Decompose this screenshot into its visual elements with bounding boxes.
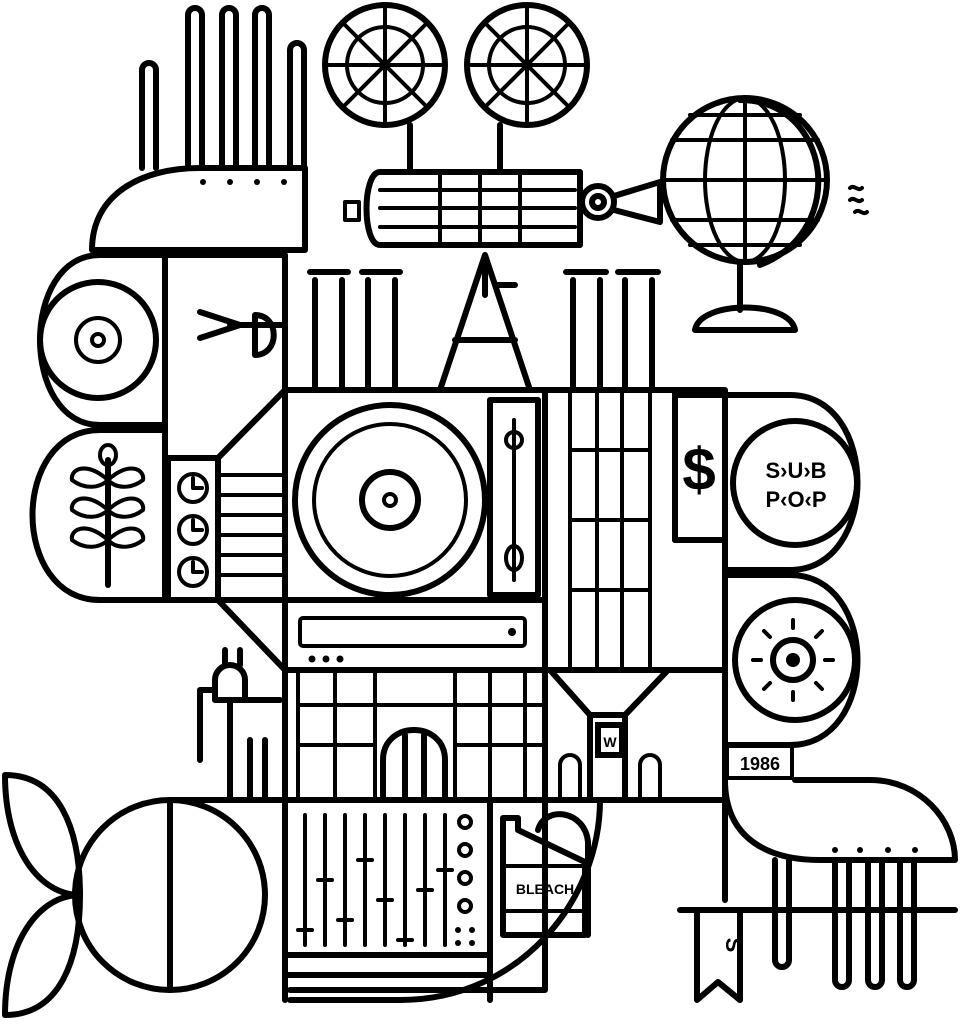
film-reel-left-icon <box>322 2 448 128</box>
sun-pod <box>722 572 861 748</box>
whale-body <box>2 772 603 1018</box>
sub-pop-logo-pod: S›U›B P‹O‹P <box>722 392 861 573</box>
hand-bottom-right <box>677 777 958 990</box>
logo-line-1: S›U›B <box>765 458 826 483</box>
ribbon-letter: S <box>721 938 746 953</box>
bleach-jug-icon: BLEACH <box>500 811 591 938</box>
chimneys <box>307 252 661 393</box>
dollar-panel: $ <box>672 392 728 543</box>
year-label: 1986 <box>740 754 780 774</box>
reel-arms <box>407 122 503 175</box>
tower-letter: W <box>603 734 617 750</box>
plant-pod <box>29 427 168 603</box>
left-record-pod <box>37 252 168 428</box>
bleach-label: BLEACH <box>516 881 574 897</box>
hand-top-left <box>89 5 308 253</box>
logo-line-2: P‹O‹P <box>765 487 826 512</box>
dollar-sign: $ <box>682 436 715 503</box>
projector-body <box>343 169 663 248</box>
globe-icon <box>660 95 869 333</box>
tower-sign <box>595 722 625 758</box>
bookmark-ribbon <box>694 907 743 1003</box>
plug-robot-icon <box>197 647 283 803</box>
year-plate <box>725 743 794 780</box>
film-reel-right-icon <box>464 2 590 128</box>
antenna-icon <box>197 297 288 393</box>
main-machine <box>282 387 728 803</box>
